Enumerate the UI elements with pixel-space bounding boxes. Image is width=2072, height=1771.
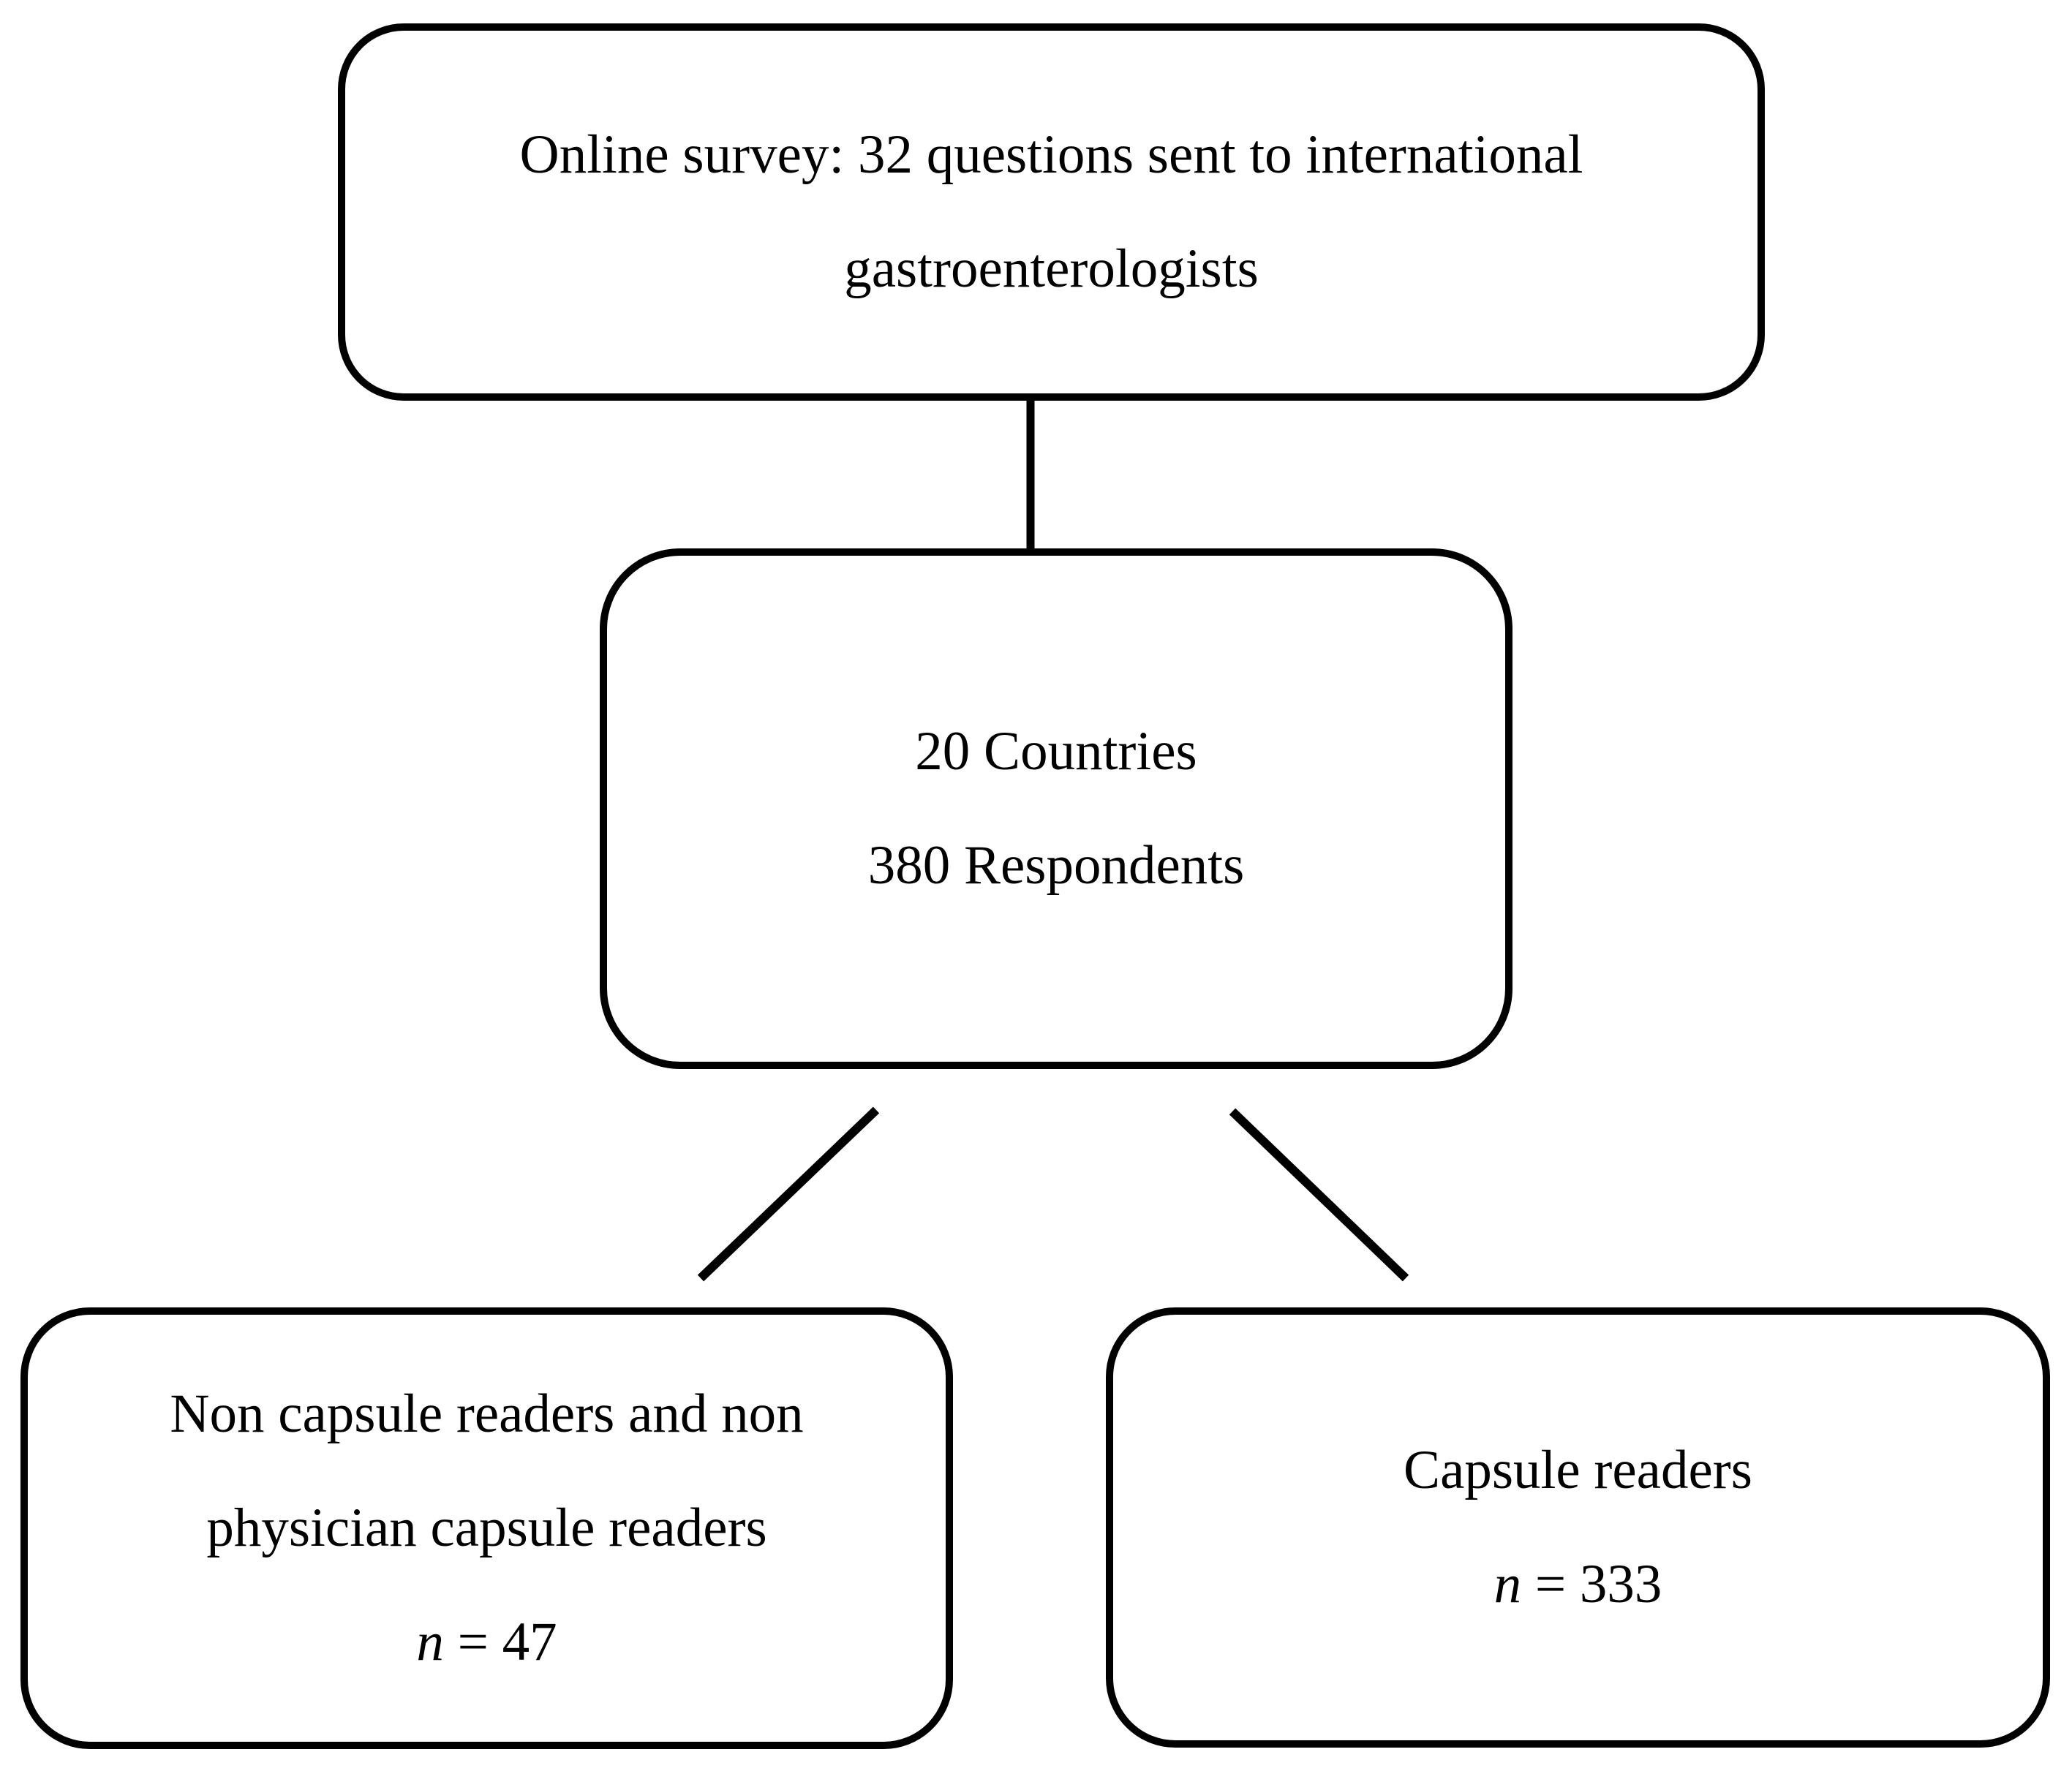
non-capsule-line-1: Non capsule readers and non xyxy=(170,1383,804,1444)
countries-line: 20 Countries xyxy=(915,721,1197,782)
capsule-line-1: Capsule readers xyxy=(1404,1440,1752,1500)
survey-line-1: Online survey: 32 questions sent to inte… xyxy=(519,124,1583,185)
respondents-line: 380 Respondents xyxy=(867,835,1245,896)
connector-countries-to-noncapsule xyxy=(697,1106,880,1282)
countries-respondents-node: 20 Countries 380 Respondents xyxy=(600,548,1512,1069)
non-capsule-line-2: physician capsule readers xyxy=(206,1498,767,1558)
connector-countries-to-capsule xyxy=(1229,1108,1409,1282)
non-capsule-readers-node: Non capsule readers and non physician ca… xyxy=(20,1307,953,1749)
n-symbol: n xyxy=(416,1612,444,1672)
survey-node: Online survey: 32 questions sent to inte… xyxy=(338,23,1765,401)
n-value: = 333 xyxy=(1521,1554,1662,1615)
n-symbol: n xyxy=(1493,1554,1522,1615)
non-capsule-count: n = 47 xyxy=(416,1585,557,1699)
capsule-readers-node: Capsule readers n = 333 xyxy=(1106,1307,2050,1748)
capsule-count: n = 333 xyxy=(1494,1528,1662,1642)
n-value: = 47 xyxy=(443,1612,557,1672)
survey-line-2: gastroenterologists xyxy=(844,238,1259,299)
